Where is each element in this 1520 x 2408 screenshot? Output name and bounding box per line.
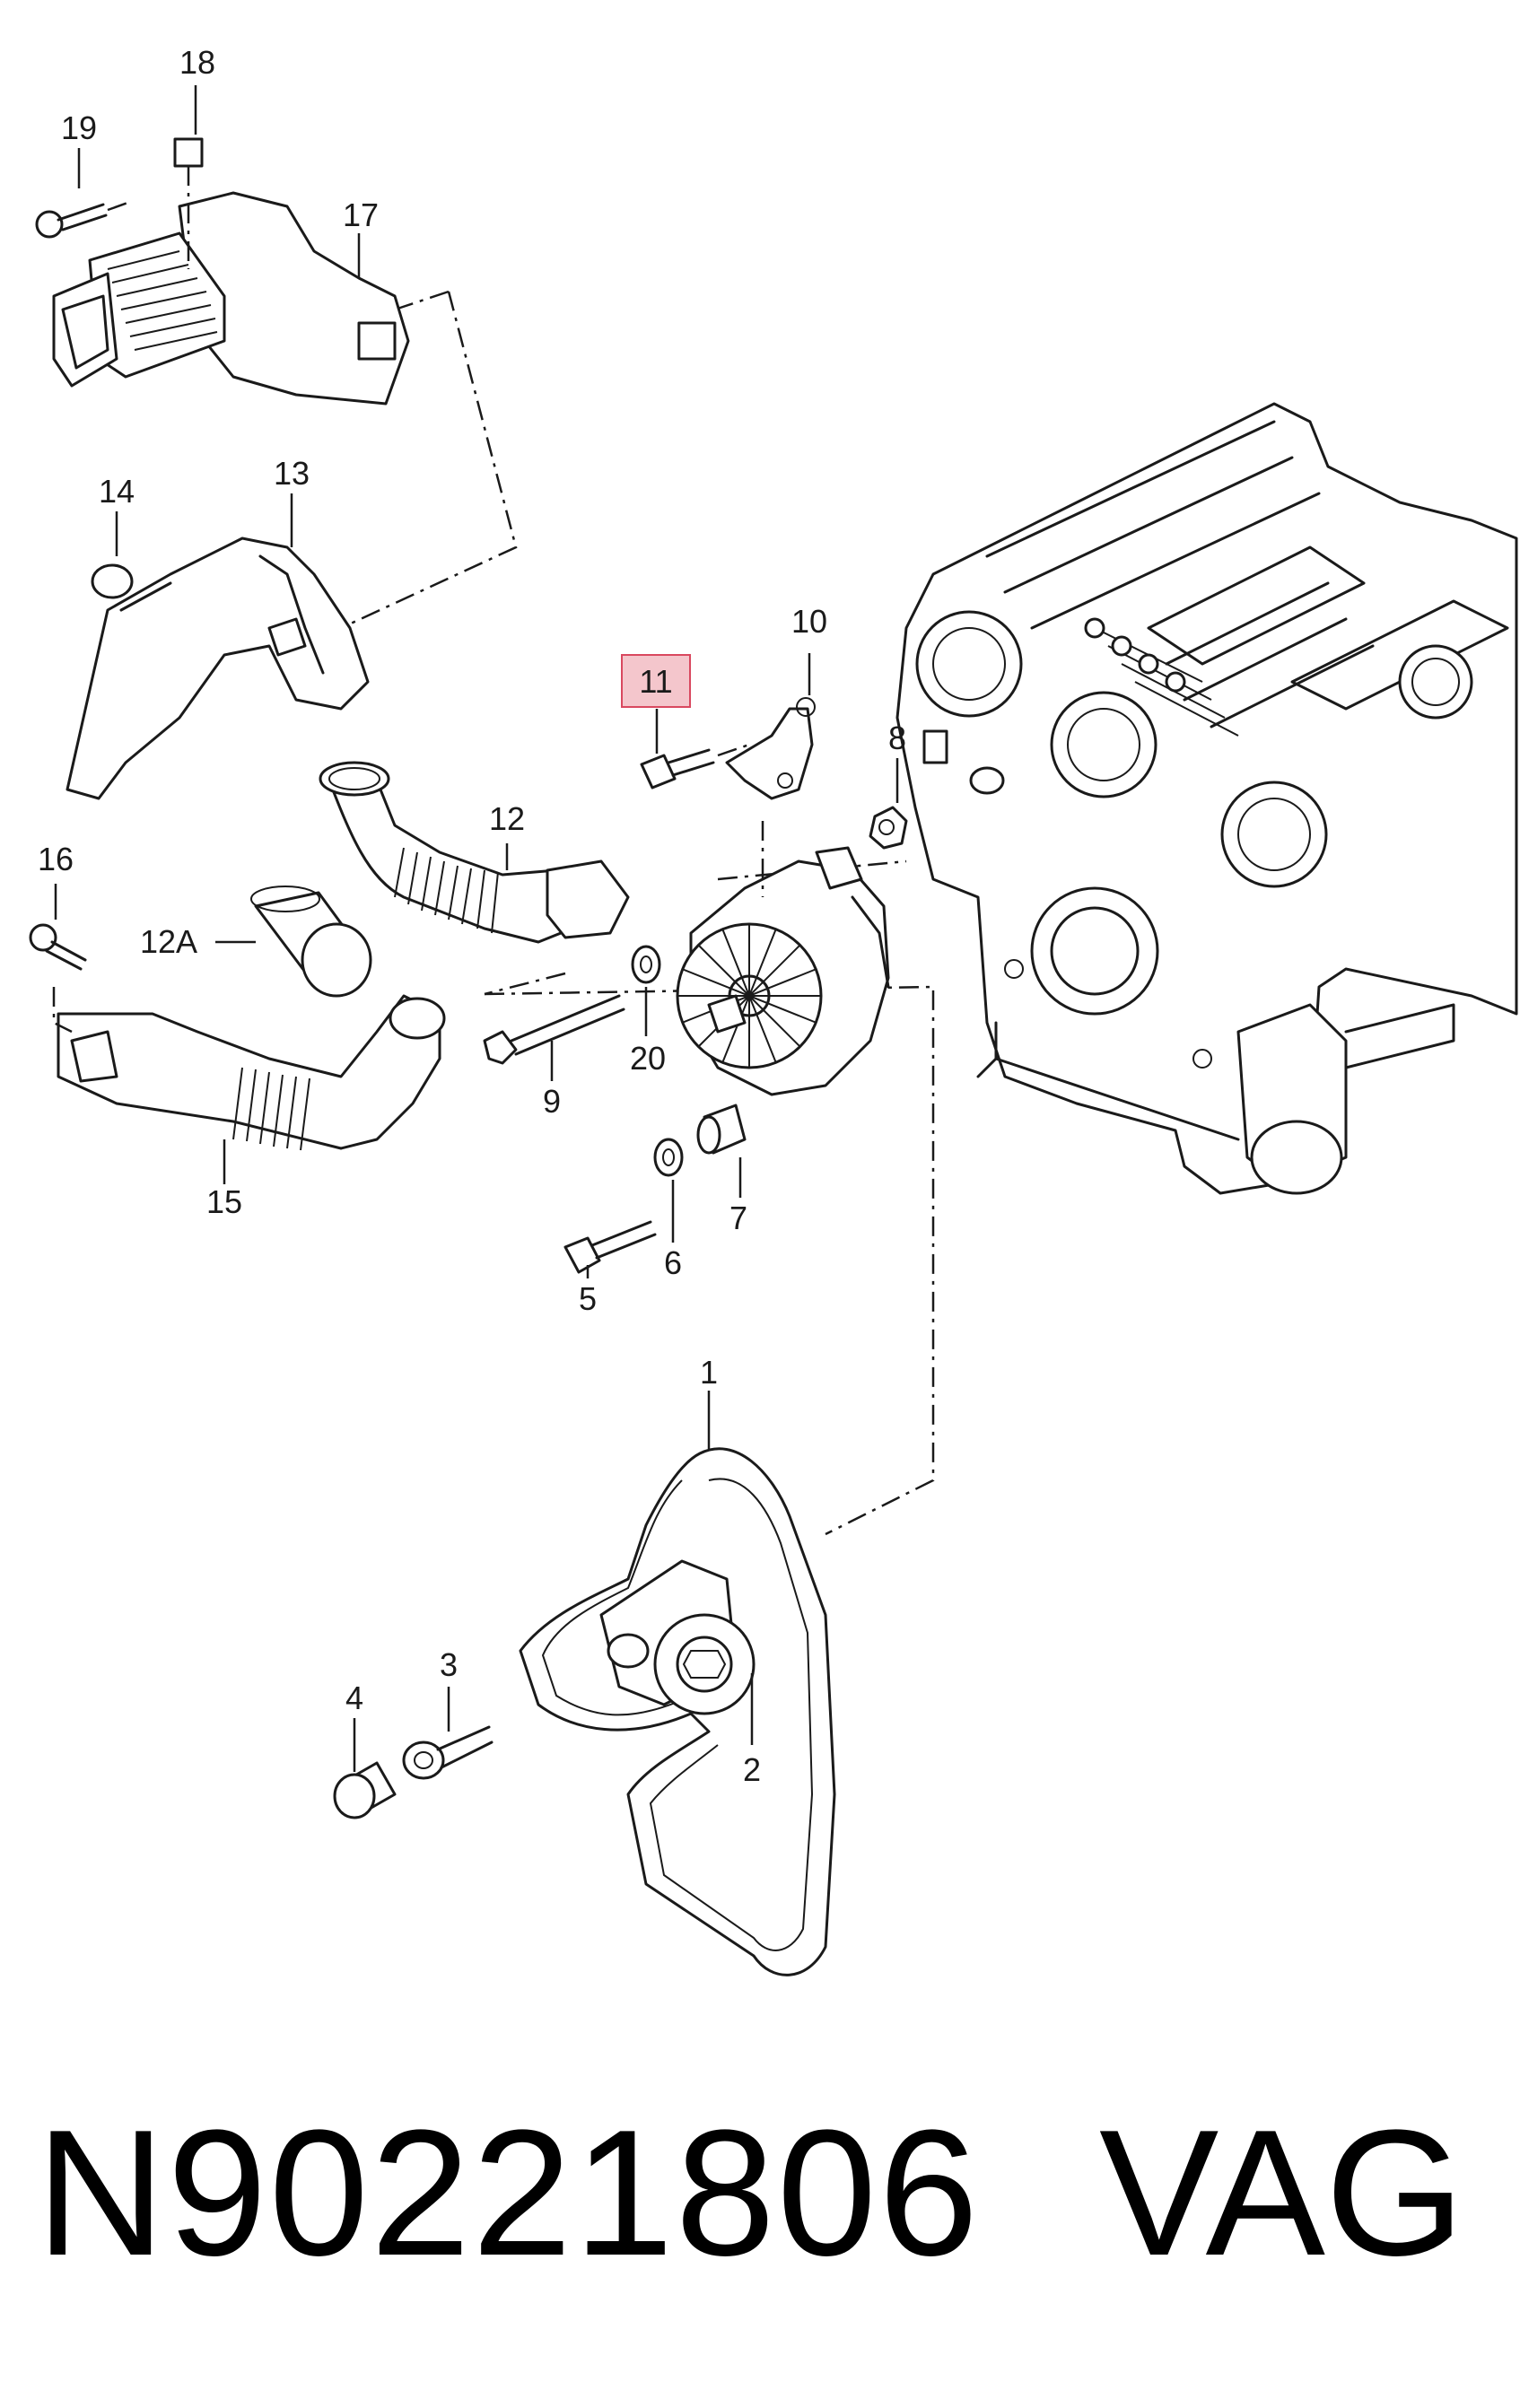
belt-1: [519, 1447, 836, 1976]
reference-lines: [340, 290, 935, 1536]
screw-11: [640, 743, 750, 790]
bracket-10: [725, 697, 816, 800]
part-17-intake-duct: [35, 137, 410, 406]
bolt-9: [483, 994, 625, 1065]
parts-diagram: 18 19 17 14 13 10 11 8 12 16 12A 20 9 15…: [29, 44, 1518, 1976]
callout-11-highlight: [621, 654, 691, 708]
callout-1: 1: [700, 1354, 718, 1391]
part-15-lower-pipe: [29, 923, 446, 1151]
tensioner-2: [599, 1559, 756, 1715]
part-number: N90221806: [36, 2093, 981, 2293]
alternator-assembly: [676, 821, 890, 1096]
brand-name: VAG: [1099, 2093, 1465, 2293]
callout-19: 19: [61, 109, 97, 146]
callout-4: 4: [345, 1679, 363, 1716]
callout-12a: 12A: [140, 923, 197, 960]
sleeve-7: [696, 1104, 747, 1155]
callout-6: 6: [664, 1244, 682, 1281]
callout-16: 16: [38, 841, 74, 877]
washer-20: [631, 945, 661, 984]
callout-3: 3: [440, 1646, 458, 1683]
part-13-intake-pipe: [66, 537, 370, 800]
callout-2: 2: [743, 1751, 761, 1788]
callout-7: 7: [729, 1200, 747, 1236]
callout-labels: 18 19 17 14 13 10 11 8 12 16 12A 20 9 15…: [38, 44, 906, 1788]
callout-11: 11: [639, 663, 672, 700]
bolt-5: [563, 1220, 657, 1274]
callout-13: 13: [274, 455, 310, 492]
engine-block: [895, 402, 1518, 1195]
leader-lines: [54, 85, 899, 1772]
callout-9: 9: [543, 1083, 561, 1120]
callout-5: 5: [579, 1280, 597, 1317]
nut-8: [869, 806, 908, 850]
callout-10: 10: [791, 603, 827, 640]
callout-8: 8: [888, 720, 906, 756]
callout-14: 14: [99, 473, 135, 510]
cap-4: [333, 1761, 397, 1819]
callout-20: 20: [630, 1040, 666, 1077]
part-12a-sleeve: [250, 886, 372, 998]
callout-12: 12: [489, 800, 525, 837]
callout-18: 18: [179, 44, 215, 81]
callout-17: 17: [343, 196, 379, 233]
washer-6: [653, 1138, 684, 1177]
callout-15: 15: [206, 1183, 242, 1220]
bolt-3: [402, 1725, 494, 1780]
part-12-hose: [319, 761, 630, 944]
